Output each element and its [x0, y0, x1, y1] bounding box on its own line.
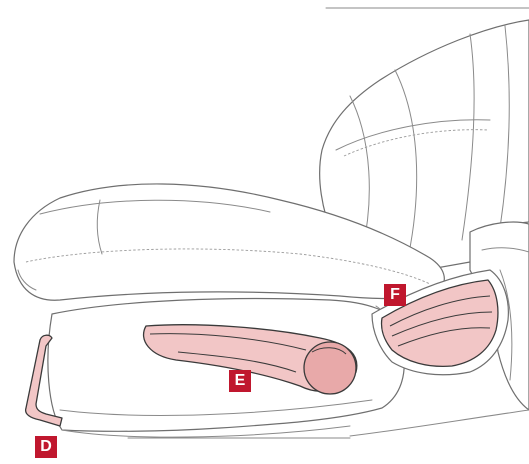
seat-rail	[350, 410, 529, 436]
callout-e: E	[229, 370, 251, 392]
callout-d: D	[35, 436, 57, 458]
callout-f: F	[384, 284, 406, 306]
